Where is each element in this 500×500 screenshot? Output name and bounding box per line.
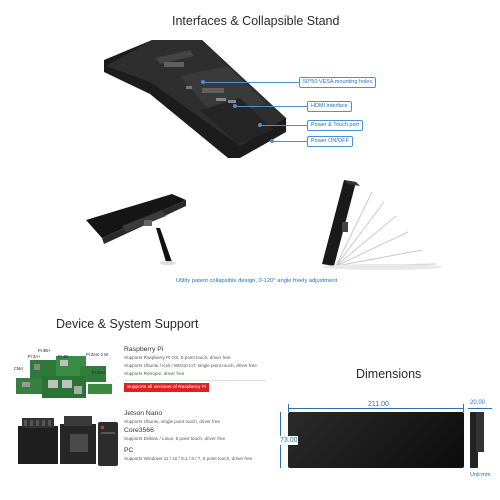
label-pi-3a-plus: Pi 3A+ [28,354,41,359]
raspberry-pi-line-2: Supports Ubuntu / Kali / WIN10 IoT, sing… [124,363,257,368]
side-view-device [470,412,478,468]
raspberry-pi-line-3: Supports Retropie, driver free [124,371,185,376]
display-stand-view [86,194,186,265]
callout-hdmi: HDMI interface [307,101,352,112]
raspberry-pi-highlight: Supports all versions of Raspberry Pi [124,383,209,392]
label-pi-3b-plus: Pi 3B+ [38,348,51,353]
core3566-name: Core3566 [124,427,154,434]
angle-adjustment-view [322,180,442,270]
hdmi-marker [233,104,237,108]
display-back-view [104,40,286,158]
raspberry-divider [124,380,266,381]
vesa-marker [201,80,205,84]
power-switch-leader-line [274,141,307,142]
pc-line: Supports Windows 11 / 10 / 8.1 / 8 / 7, … [124,456,253,461]
core3566-line: Supports Debian / Linux, 5 point touch, … [124,436,226,441]
width-tick-left [288,404,289,412]
label-cm4: CM4 [14,366,23,371]
device-support-title: Device & System Support [56,317,199,331]
callout-power-switch: Power ON/OFF [307,136,353,147]
label-pi-zero: Pi Zero [92,370,106,375]
front-view-screen [288,412,464,468]
jetson-nano-name: Jetson Nano [124,410,163,417]
power-switch-marker [270,139,274,143]
power-touch-leader-line [262,125,307,126]
stand-caption: Utility patent collapsible design, 0-120… [176,278,338,284]
callout-vesa: 50*50 VESA mounting holes [299,77,377,88]
depth-label: 20.00 [470,400,486,406]
raspberry-pi-line-1: Supports Raspberry Pi OS, 5-point touch,… [124,355,231,360]
side-view-back [476,412,484,452]
width-label: 211.00 [366,401,391,408]
raspberry-pi-name: Raspberry Pi [124,346,164,353]
label-pi-zero-2w: Pi Zero 2 W [86,352,109,357]
raspberry-pi-boards-image [16,356,112,398]
jetson-nano-line: Supports Ubuntu, single point touch, dri… [124,419,221,424]
jetson-core-pc-image [18,416,118,466]
dimensions-title: Dimensions [356,367,422,381]
vesa-leader-line [205,82,299,83]
width-tick-right [463,404,464,412]
interfaces-title: Interfaces & Collapsible Stand [172,14,340,28]
callout-power-touch: Power & Touch port [307,120,363,131]
hdmi-leader-line [237,106,307,107]
power-touch-marker [258,123,262,127]
depth-dimension-line [468,408,492,409]
unit-label: Unit:mm [470,472,491,478]
label-pi-4b: Pi 4B [58,354,69,359]
height-label: 73.00 [280,436,298,445]
width-dimension-line [288,408,464,409]
pc-name: PC [124,447,134,454]
